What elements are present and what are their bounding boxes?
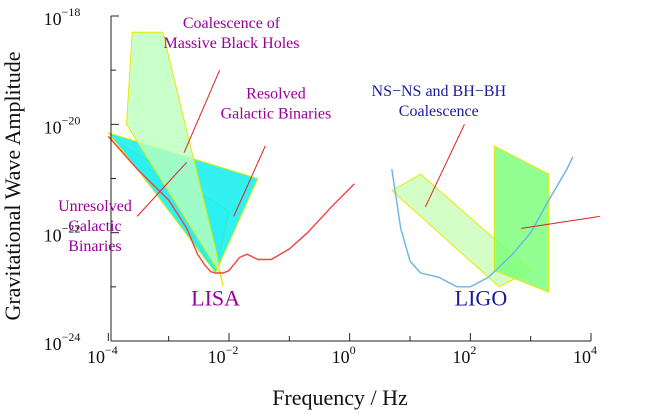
y-tick-label: 10−18 (44, 5, 81, 29)
leader-line (183, 69, 221, 153)
leader-line (233, 145, 266, 217)
curve-lisa (107, 135, 355, 274)
y-tick-label: 10−24 (44, 330, 81, 354)
x-tick-label: 10−2 (208, 343, 239, 367)
leader-line (521, 215, 600, 229)
region-sn-core-collapse (493, 145, 550, 293)
sensitivity-curves (107, 135, 574, 288)
tick-marks (107, 15, 592, 342)
y-axis-label: Gravitational Wave Amplitude (0, 51, 25, 320)
leader-line (424, 124, 465, 208)
source-regions (106, 31, 550, 293)
x-axis-label: Frequency / Hz (272, 385, 408, 410)
leader-line (136, 161, 188, 217)
annotation-leaders (136, 69, 600, 229)
y-tick-label: 10−20 (44, 113, 81, 137)
x-tick-label: 104 (573, 343, 597, 367)
y-tick-label: 10−22 (44, 222, 81, 246)
curve-ligo (391, 156, 574, 288)
x-tick-label: 102 (452, 343, 476, 367)
x-tick-label: 10−4 (87, 343, 118, 367)
region-coalescence-of-massive-black-holes (125, 31, 224, 287)
detector-label-ligo: LIGO (455, 286, 508, 311)
detector-label-lisa: LISA (191, 286, 240, 311)
x-tick-label: 100 (332, 343, 356, 367)
text-labels: 10−4 10−2 100 102 104 10−18 10−20 10−22 10−24 LIS… (44, 5, 597, 367)
